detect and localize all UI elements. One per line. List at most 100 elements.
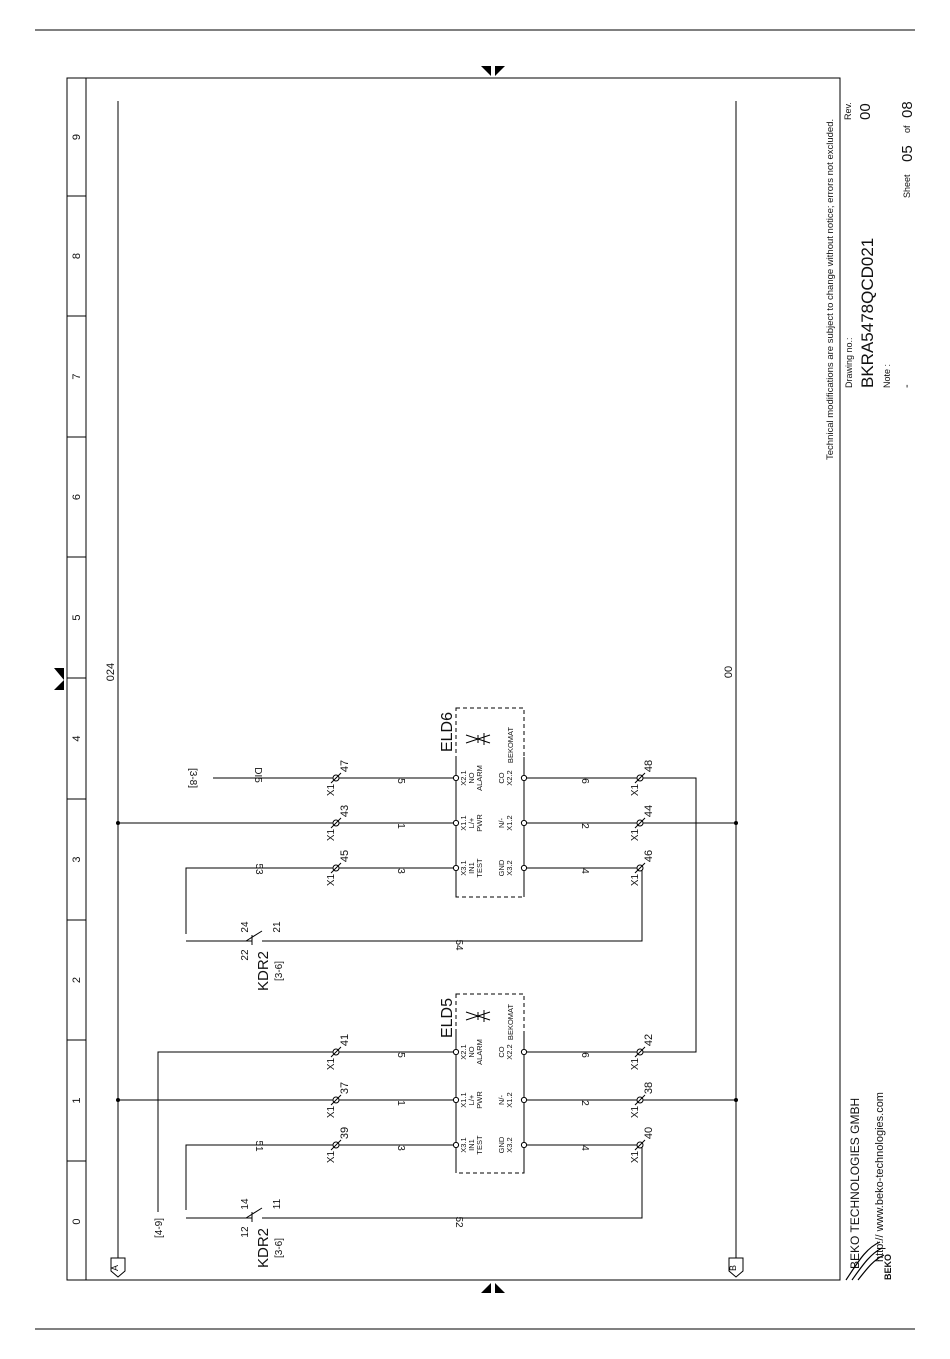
relay-pin: 24 — [240, 921, 251, 933]
detector-term-label: NO — [467, 772, 476, 783]
terminal-strip-label: X1 — [630, 873, 641, 886]
detector-term-label: PWR — [475, 1091, 484, 1109]
relay-name: KDR2 — [255, 951, 272, 991]
center-mark-top — [481, 66, 505, 76]
sheet-of-label: of — [902, 125, 912, 133]
center-mark-bottom — [481, 1283, 505, 1293]
ruler-number-4: 4 — [71, 735, 83, 741]
terminal-number: 44 — [643, 805, 655, 817]
relay-pin: 22 — [240, 949, 251, 961]
note-value: - — [901, 384, 913, 388]
wire-number: 3 — [395, 1145, 406, 1151]
wire-number: 6 — [579, 778, 590, 784]
detector-terminal-top — [452, 864, 460, 872]
terminal-slash — [330, 817, 342, 829]
terminal-number: 45 — [339, 850, 351, 862]
wire-number: 4 — [579, 1145, 590, 1151]
center-mark-left — [54, 668, 64, 690]
revision-label: Rev. — [843, 102, 853, 120]
terminal-strip-label: X1 — [326, 1057, 337, 1070]
wire-number: 6 — [579, 1052, 590, 1058]
detector-term-label: ALARM — [475, 1039, 484, 1065]
detector-term-label: X3.1 — [459, 1137, 468, 1152]
terminal-number: 38 — [643, 1082, 655, 1094]
wire-label-53: 53 — [253, 863, 264, 875]
wire-label-52: 52 — [453, 1216, 464, 1228]
detector-terminal-bottom — [520, 1048, 528, 1056]
terminal-strip-label: X1 — [326, 873, 337, 886]
detector-term-label: L/+ — [467, 1094, 476, 1105]
detector-term-label: X2.2 — [505, 770, 514, 785]
ruler-number-5: 5 — [71, 614, 83, 620]
detector-terminal-bottom — [520, 864, 528, 872]
terminal-number: 37 — [339, 1082, 351, 1094]
terminal-slash — [330, 772, 342, 784]
ruler-number-6: 6 — [71, 494, 83, 500]
detector-terminal-top — [452, 774, 460, 782]
ref-start-label: A — [110, 1265, 120, 1271]
ruler-number-0: 0 — [71, 1218, 83, 1224]
ref-start-marker[interactable]: A — [110, 1257, 126, 1278]
relay-ref: [3-6] — [274, 961, 285, 981]
ruler-number-9: 9 — [71, 134, 83, 140]
ref-end-marker[interactable]: B — [728, 1257, 744, 1278]
detector-terminal-bottom — [520, 819, 528, 827]
wire-number: 2 — [579, 1100, 590, 1106]
sheet-number: 05 — [899, 145, 916, 162]
wire-number: 1 — [395, 823, 406, 829]
detector-term-label: GND — [497, 859, 506, 876]
sheet-total: 08 — [899, 101, 916, 118]
ref-right-label: [3-8] — [187, 768, 198, 788]
detector-term-label: X2.1 — [459, 770, 468, 785]
terminal-strip-label: X1 — [630, 1150, 641, 1163]
wire-number: 5 — [395, 1052, 406, 1058]
relay-contact-blade — [245, 930, 263, 942]
wire-number: 5 — [395, 778, 406, 784]
relay-pin: 21 — [272, 921, 283, 933]
terminal-slash — [330, 1094, 342, 1106]
terminal-slash — [330, 1046, 342, 1058]
revision-value: 00 — [857, 103, 874, 120]
wire-54 — [262, 867, 643, 942]
disclaimer: Technical modifications are subject to c… — [825, 119, 836, 460]
detector-term-label: X1.2 — [505, 1092, 514, 1107]
terminal-slash — [634, 1094, 646, 1106]
detector-term-label: X3.2 — [505, 1137, 514, 1152]
terminal-slash — [634, 862, 646, 874]
detector-name: ELD6 — [439, 712, 456, 752]
relay-pin: 11 — [272, 1198, 283, 1209]
relay-contact-blade — [245, 1207, 263, 1219]
company-url[interactable]: http:// www.beko-technologies.com — [874, 1092, 886, 1262]
detector-terminal-top — [452, 1096, 460, 1104]
detector-term-label: TEST — [475, 1135, 484, 1155]
junction-b-plus — [116, 821, 120, 825]
detector-term-label: L/+ — [467, 817, 476, 828]
relay-name: KDR2 — [255, 1228, 272, 1268]
ruler-number-8: 8 — [71, 253, 83, 259]
ref-end-label: B — [728, 1265, 738, 1271]
junction-b-minus — [734, 821, 738, 825]
detector-brand: BEKOMAT — [506, 727, 515, 764]
terminal-number: 41 — [339, 1034, 351, 1046]
detector-term-label: X1.2 — [505, 815, 514, 830]
detector-name: ELD5 — [439, 998, 456, 1038]
terminal-number: 46 — [643, 850, 655, 862]
terminal-slash — [634, 817, 646, 829]
relay-ref: [3-6] — [274, 1238, 285, 1258]
detector-term-label: CO — [497, 772, 506, 783]
wire-label-54: 54 — [453, 939, 464, 951]
note-label: Note : — [882, 364, 892, 388]
relay-pin: 12 — [240, 1226, 251, 1238]
terminal-number: 43 — [339, 805, 351, 817]
terminal-number: 48 — [643, 760, 655, 772]
wire-a-co-link — [524, 777, 697, 1053]
logo-text: BEKO — [883, 1254, 893, 1280]
ruler-number-1: 1 — [71, 1097, 83, 1103]
wire-label-51: 51 — [253, 1140, 264, 1152]
